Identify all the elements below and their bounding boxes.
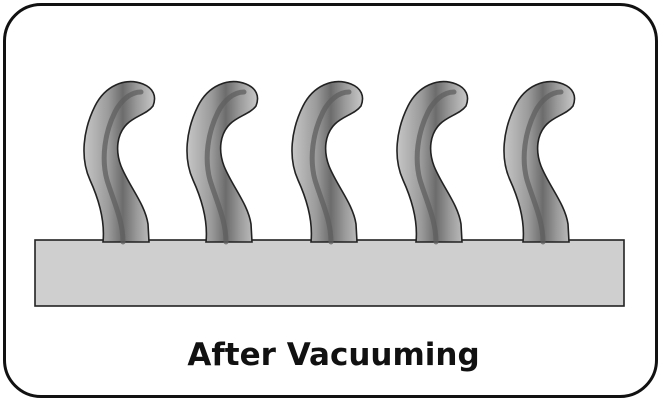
- carpet-backing: [35, 240, 624, 306]
- fiber-tuft: [397, 82, 468, 242]
- fiber-tuft: [84, 82, 155, 242]
- fiber-tuft: [292, 82, 363, 242]
- fiber-tuft: [187, 82, 258, 242]
- caption-text: After Vacuuming: [0, 335, 667, 375]
- fiber-tuft: [504, 82, 575, 242]
